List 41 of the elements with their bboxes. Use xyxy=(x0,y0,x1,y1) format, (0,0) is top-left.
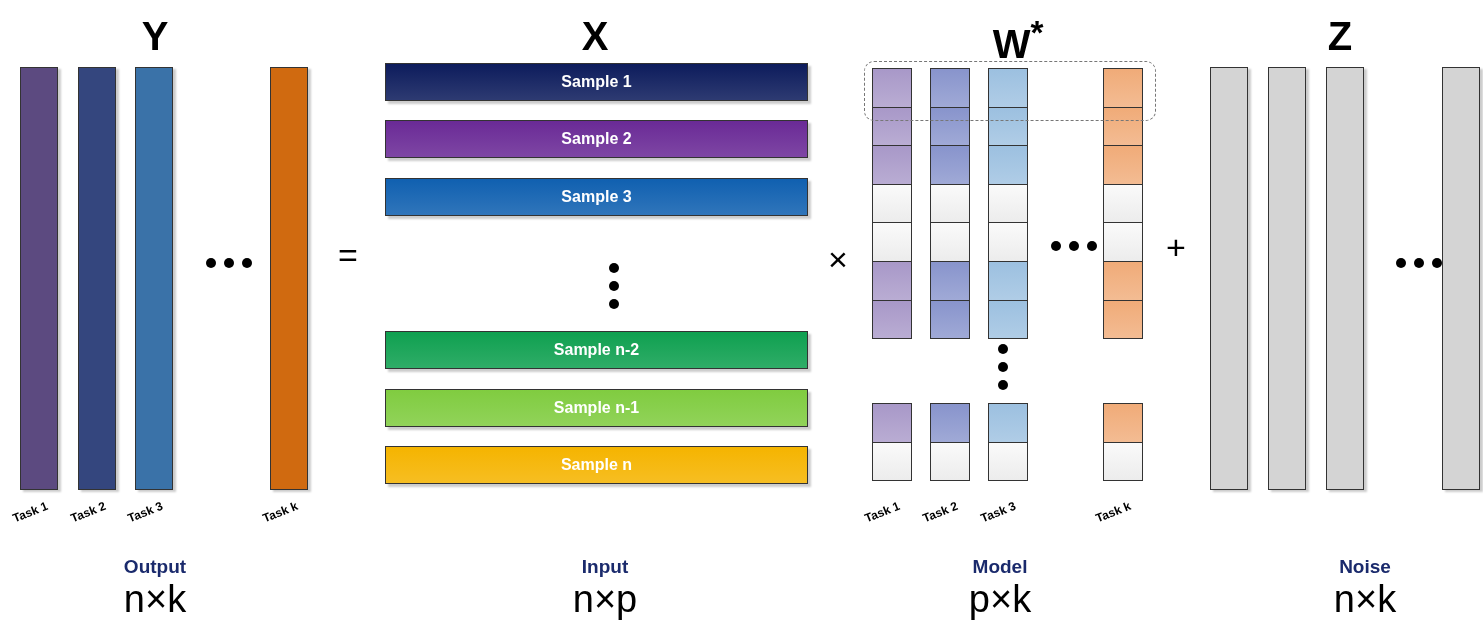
dimension-text: p×k xyxy=(968,578,1032,621)
sample-bar: Sample n-2 xyxy=(385,331,808,369)
dimension-text: n×k xyxy=(123,578,187,621)
matrix-caption: Output xyxy=(123,556,187,578)
task-label: Task k xyxy=(1093,498,1133,526)
matrix-column xyxy=(988,68,1028,481)
matrix-column xyxy=(872,68,912,481)
sample-bar: Sample 1 xyxy=(385,63,808,101)
sample-bar: Sample n xyxy=(385,446,808,484)
matrix-column xyxy=(78,67,116,490)
matrix-caption: Noise xyxy=(1339,556,1391,578)
dimension-text: n×p xyxy=(572,578,638,621)
matrix-title: Z xyxy=(1327,14,1353,59)
matrix-caption: Model xyxy=(972,556,1028,578)
matrix-column xyxy=(1442,67,1480,490)
matrix-column xyxy=(135,67,173,490)
matrix-column xyxy=(1103,68,1143,481)
matrix-title: W$^{*}$ xyxy=(992,14,1044,68)
matrix-title: X xyxy=(581,14,609,59)
times-sign: × xyxy=(828,240,848,279)
task-label: Task 1 xyxy=(10,498,50,526)
task-label: Task 2 xyxy=(68,498,108,526)
task-label: Task 1 xyxy=(862,498,902,526)
matrix-column xyxy=(20,67,58,490)
plus-sign: + xyxy=(1166,228,1186,267)
task-label: Task 3 xyxy=(978,498,1018,526)
matrix-column xyxy=(270,67,308,490)
sample-bar: Sample 2 xyxy=(385,120,808,158)
matrix-caption: Input xyxy=(581,556,629,578)
matrix-column xyxy=(1326,67,1364,490)
task-label: Task 2 xyxy=(920,498,960,526)
matrix-column xyxy=(1268,67,1306,490)
matrix-title: Y xyxy=(141,14,169,59)
dimension-text: n×k xyxy=(1333,578,1397,621)
sample-bar: Sample n-1 xyxy=(385,389,808,427)
equals-sign: = xyxy=(338,236,358,275)
task-label: Task 3 xyxy=(125,498,165,526)
matrix-column xyxy=(930,68,970,481)
task-label: Task k xyxy=(260,498,300,526)
sample-bar: Sample 3 xyxy=(385,178,808,216)
matrix-column xyxy=(1210,67,1248,490)
